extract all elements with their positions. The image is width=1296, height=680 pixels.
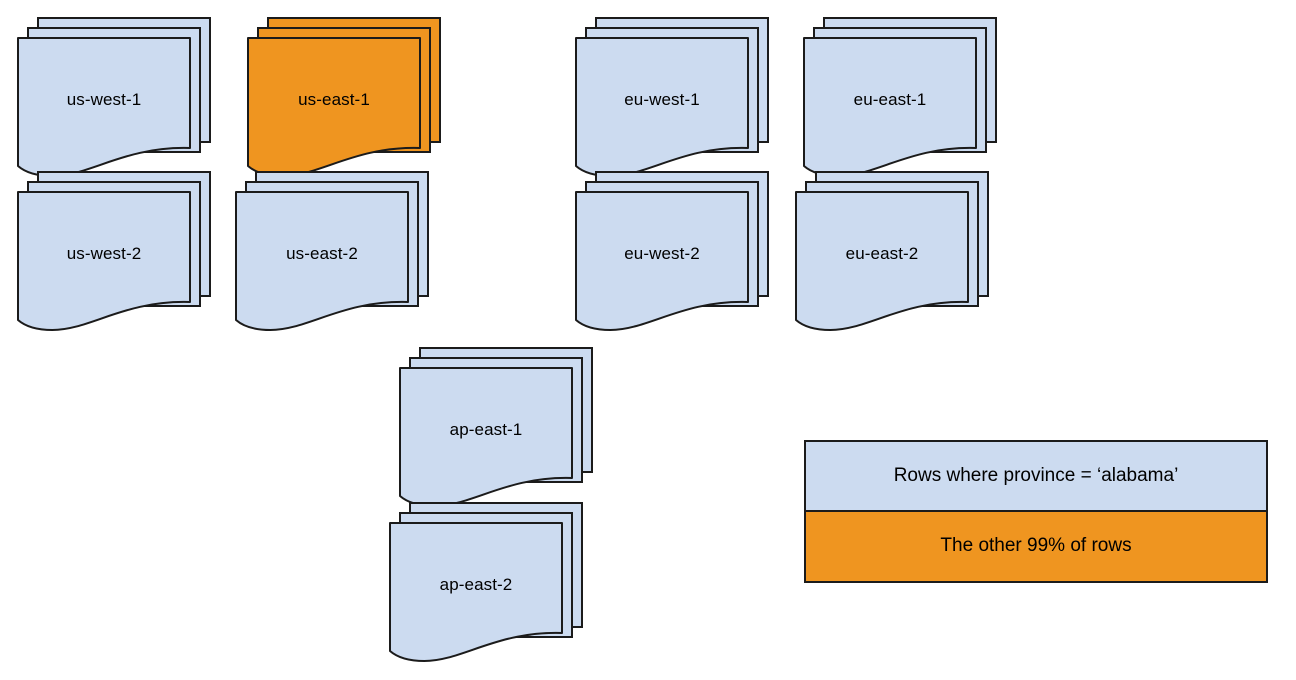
legend: Rows where province = ‘alabama’ The othe… xyxy=(804,440,1268,583)
doc-stack-shape xyxy=(795,171,989,331)
doc-stack-front-sheet xyxy=(575,37,749,177)
doc-stack-front-sheet xyxy=(247,37,421,177)
doc-stack-front-sheet xyxy=(803,37,977,177)
legend-label-other: The other 99% of rows xyxy=(940,535,1132,557)
doc-stack-front-sheet xyxy=(17,191,191,331)
doc-stack-shape xyxy=(575,17,769,177)
doc-stack-shape xyxy=(399,347,593,507)
doc-stack-shape xyxy=(17,17,211,177)
doc-stack-front-sheet xyxy=(575,191,749,331)
legend-row-other: The other 99% of rows xyxy=(806,511,1266,581)
doc-stack-shape xyxy=(17,171,211,331)
region-doc-stack[interactable]: us-east-1 xyxy=(247,17,448,177)
doc-stack-shape xyxy=(247,17,441,177)
region-doc-stack[interactable]: eu-west-1 xyxy=(575,17,776,177)
doc-stack-front-sheet xyxy=(399,367,573,507)
doc-stack-shape xyxy=(575,171,769,331)
doc-stack-front-sheet xyxy=(17,37,191,177)
doc-stack-front-sheet xyxy=(235,191,409,331)
doc-stack-front-sheet xyxy=(795,191,969,331)
doc-stack-shape xyxy=(389,502,583,662)
region-doc-stack[interactable]: eu-east-1 xyxy=(803,17,1004,177)
legend-row-alabama: Rows where province = ‘alabama’ xyxy=(806,442,1266,512)
region-doc-stack[interactable]: us-west-2 xyxy=(17,171,218,331)
legend-label-alabama: Rows where province = ‘alabama’ xyxy=(893,464,1179,486)
doc-stack-shape xyxy=(803,17,997,177)
region-doc-stack[interactable]: eu-west-2 xyxy=(575,171,776,331)
doc-stack-front-sheet xyxy=(389,522,563,662)
region-doc-stack[interactable]: eu-east-2 xyxy=(795,171,996,331)
doc-stack-shape xyxy=(235,171,429,331)
region-doc-stack[interactable]: ap-east-1 xyxy=(399,347,600,507)
region-doc-stack[interactable]: ap-east-2 xyxy=(389,502,590,662)
region-doc-stack[interactable]: us-east-2 xyxy=(235,171,436,331)
region-doc-stack[interactable]: us-west-1 xyxy=(17,17,218,177)
